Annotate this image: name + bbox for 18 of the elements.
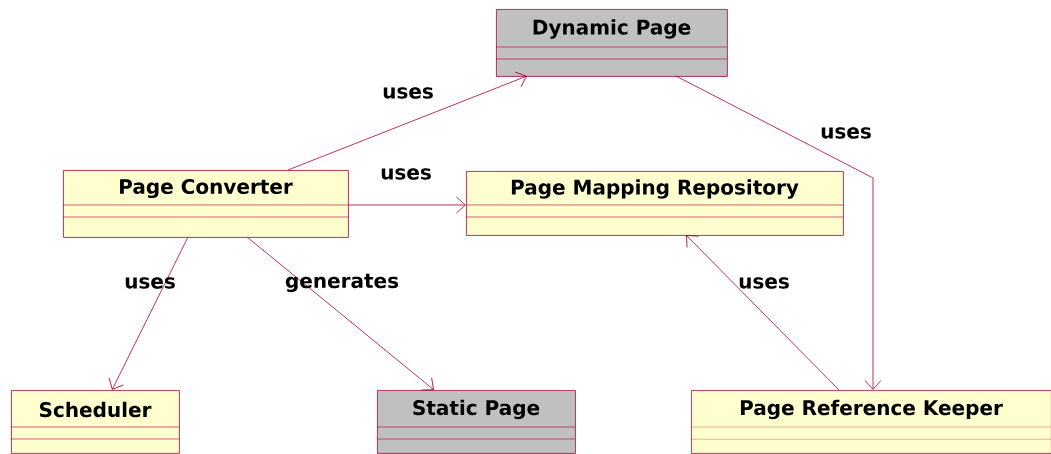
class-box: Page Reference Keeper bbox=[690, 390, 1051, 454]
edge-label: uses bbox=[821, 127, 871, 139]
class-box: Page Mapping Repository bbox=[465, 171, 844, 236]
arrow bbox=[347, 196, 466, 214]
arrow bbox=[287, 71, 527, 171]
class-box: Dynamic Page bbox=[495, 9, 728, 77]
arrow bbox=[686, 235, 840, 391]
edge-label: uses bbox=[739, 277, 789, 289]
class-box: Page Converter bbox=[62, 170, 349, 238]
arrow bbox=[108, 236, 189, 390]
arrow bbox=[675, 75, 882, 390]
class-box: Static Page bbox=[376, 390, 576, 454]
class-box: Scheduler bbox=[10, 390, 180, 454]
edge-label: uses bbox=[125, 277, 175, 289]
edge-label: uses bbox=[383, 87, 433, 99]
edge-label: generates bbox=[285, 273, 399, 293]
edge-label: uses bbox=[381, 168, 431, 180]
arrow bbox=[246, 236, 434, 391]
